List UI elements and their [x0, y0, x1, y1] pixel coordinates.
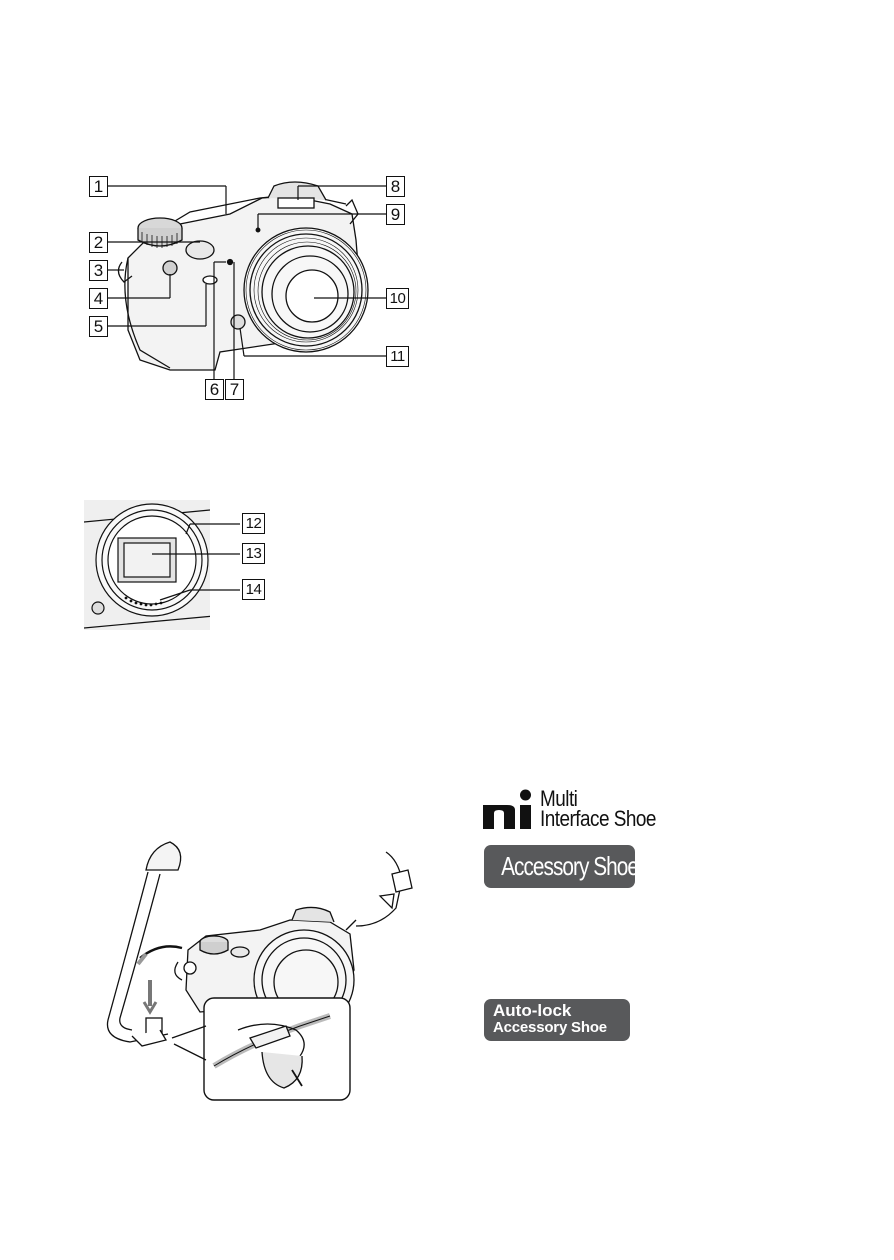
- camera-front-illustration: 1 2 3 4 5 6 7 8 9 10 11: [0, 0, 894, 420]
- camera-mount-illustration: 12 13 14: [0, 490, 894, 640]
- multi-interface-shoe-logo: Multi Interface Shoe: [483, 788, 673, 832]
- mi-logo-icon: [483, 788, 539, 832]
- mount-drawing: [0, 490, 894, 640]
- auto-lock-accessory-shoe-label: Accessory Shoe: [493, 1019, 630, 1036]
- callout-1: 1: [89, 176, 108, 197]
- camera-front-drawing: [0, 0, 894, 420]
- auto-lock-label: Auto-lock: [493, 1002, 630, 1019]
- strap-drawing: [0, 830, 440, 1110]
- auto-lock-accessory-shoe-badge: Auto-lock Accessory Shoe: [484, 999, 630, 1041]
- callout-2: 2: [89, 232, 108, 253]
- callout-6: 6: [205, 379, 224, 400]
- callout-8: 8: [386, 176, 405, 197]
- callout-5: 5: [89, 316, 108, 337]
- accessory-shoe-badge: Accessory Shoe: [484, 845, 635, 888]
- callout-11: 11: [386, 346, 409, 367]
- callout-10: 10: [386, 288, 409, 309]
- strap-attach-illustration: [0, 830, 440, 1110]
- callout-4: 4: [89, 288, 108, 309]
- callout-7: 7: [225, 379, 244, 400]
- callout-12: 12: [242, 513, 265, 534]
- callout-13: 13: [242, 543, 265, 564]
- callout-9: 9: [386, 204, 405, 225]
- callout-3: 3: [89, 260, 108, 281]
- accessory-shoe-label: Accessory Shoe: [501, 845, 638, 888]
- multi-interface-line2: Interface Shoe: [540, 808, 656, 830]
- callout-14: 14: [242, 579, 265, 600]
